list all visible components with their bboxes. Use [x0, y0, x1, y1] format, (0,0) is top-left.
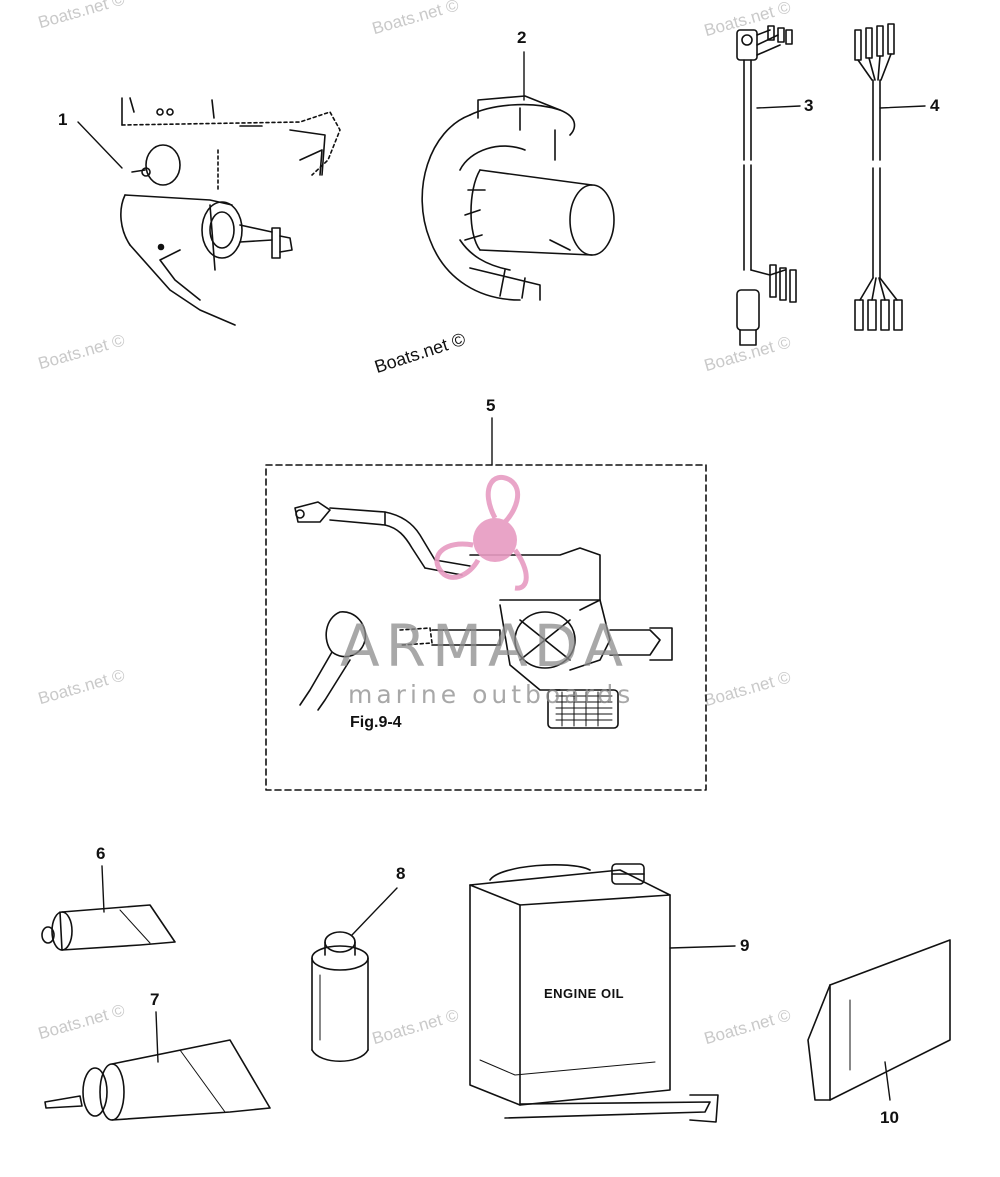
part-number-6[interactable]: 6 — [96, 844, 106, 863]
part-number-4[interactable]: 4 — [930, 96, 940, 115]
oil-can-illustration — [469, 863, 719, 1123]
flywheel-cover-illustration — [421, 95, 615, 301]
wiring-harness-3-illustration — [736, 25, 797, 346]
part-number-1[interactable]: 1 — [58, 110, 68, 129]
oil-can-label: ENGINE OIL — [544, 986, 625, 1001]
brand-tagline: marine outboards — [348, 680, 635, 709]
small-bottle-illustration — [311, 931, 369, 1062]
part-number-8[interactable]: 8 — [396, 864, 406, 883]
grease-tube-large-illustration — [44, 1039, 271, 1121]
part-number-10[interactable]: 10 — [880, 1108, 899, 1127]
part-number-9[interactable]: 9 — [740, 936, 750, 955]
grease-tube-small-illustration — [41, 904, 176, 951]
bag-illustration — [807, 939, 951, 1101]
gearcase-illustration — [120, 97, 341, 326]
leader-lines — [77, 51, 926, 1101]
brand-name: ARMADA — [340, 612, 630, 680]
tiller-assembly-illustration — [294, 501, 673, 729]
figure-label: Fig.9-4 — [350, 714, 402, 731]
brand-logo-propeller — [434, 475, 529, 591]
assembly-box — [265, 464, 707, 791]
part-number-2[interactable]: 2 — [517, 28, 527, 47]
part-number-3[interactable]: 3 — [804, 96, 814, 115]
part-number-7[interactable]: 7 — [150, 990, 160, 1009]
wiring-harness-4-illustration — [854, 23, 903, 331]
part-number-5[interactable]: 5 — [486, 396, 496, 415]
